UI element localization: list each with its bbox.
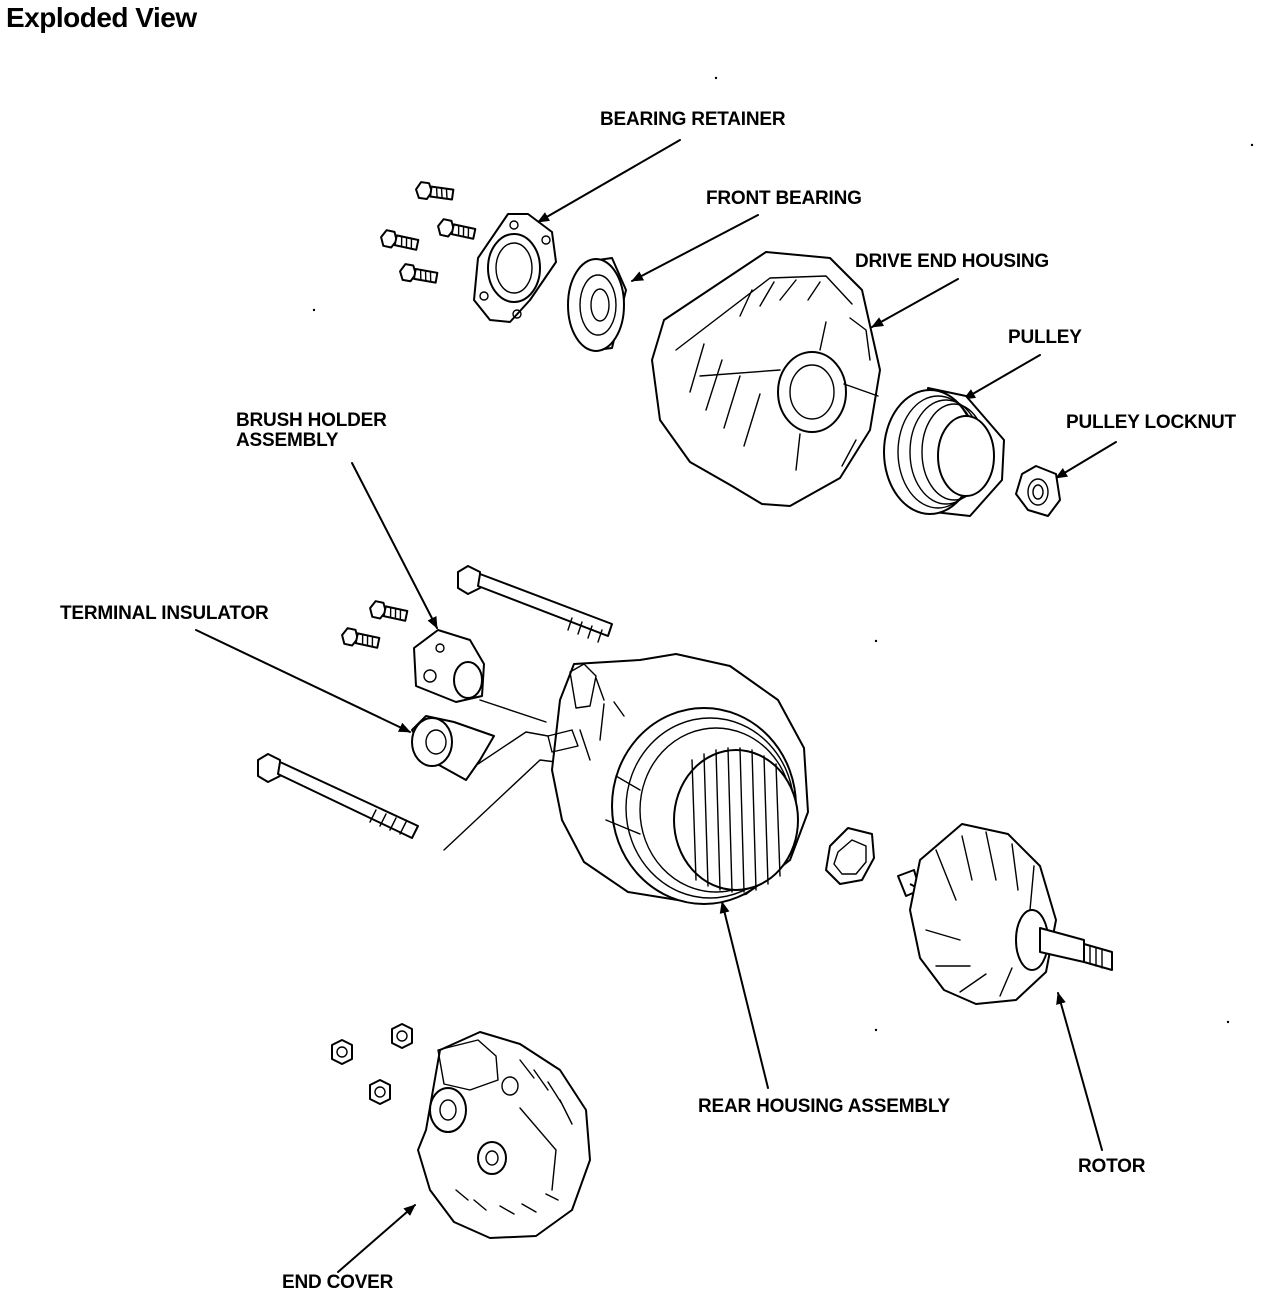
label-pulley-locknut: PULLEY LOCKNUT bbox=[1066, 412, 1236, 433]
leader-front-bearing bbox=[631, 214, 759, 282]
bearing-retainer-part bbox=[473, 213, 557, 323]
leader-pulley-locknut bbox=[1055, 441, 1117, 479]
leader-terminal-insulator bbox=[195, 629, 411, 733]
drive-end-housing-part bbox=[651, 251, 881, 507]
leader-rotor bbox=[1056, 992, 1103, 1151]
end-cover-part bbox=[417, 1031, 591, 1239]
label-brush-holder-line1: BRUSH HOLDER bbox=[236, 410, 387, 431]
label-brush-holder-assembly: BRUSH HOLDER ASSEMBLY bbox=[236, 411, 387, 451]
label-brush-holder-line2: ASSEMBLY bbox=[236, 430, 339, 451]
leader-brush-holder bbox=[351, 462, 438, 629]
brush-holder-part bbox=[413, 629, 485, 703]
leader-lines bbox=[195, 139, 1117, 1273]
rear-housing-part bbox=[547, 653, 809, 905]
through-bolts bbox=[257, 565, 613, 839]
terminal-insulator-part bbox=[411, 715, 495, 781]
seal-ring-part bbox=[825, 827, 875, 885]
rotor-part bbox=[897, 823, 1113, 1005]
leader-rear-housing bbox=[719, 901, 769, 1089]
leader-pulley bbox=[963, 354, 1041, 400]
label-drive-end-housing: DRIVE END HOUSING bbox=[855, 251, 1050, 272]
end-cover-nuts bbox=[331, 1023, 413, 1105]
front-bearing-part bbox=[567, 257, 627, 352]
label-terminal-insulator: TERMINAL INSULATOR bbox=[60, 603, 269, 624]
brush-holder-bolts bbox=[339, 599, 409, 652]
pulley-part bbox=[883, 387, 1005, 517]
label-end-cover: END COVER bbox=[282, 1272, 394, 1293]
retainer-bolts bbox=[378, 180, 477, 287]
label-bearing-retainer: BEARING RETAINER bbox=[600, 109, 786, 130]
leader-end-cover bbox=[337, 1204, 416, 1273]
label-front-bearing: FRONT BEARING bbox=[706, 188, 862, 209]
page-title: Exploded View bbox=[6, 2, 197, 33]
label-pulley: PULLEY bbox=[1008, 327, 1082, 348]
leader-drive-end-housing bbox=[871, 278, 959, 328]
label-rotor: ROTOR bbox=[1078, 1156, 1146, 1177]
guide-line-lower bbox=[443, 759, 557, 851]
pulley-locknut-part bbox=[1015, 465, 1061, 517]
guide-line-upper bbox=[477, 731, 549, 765]
guide-line-brush bbox=[479, 699, 547, 723]
leader-bearing-retainer bbox=[537, 139, 681, 223]
label-rear-housing-assembly: REAR HOUSING ASSEMBLY bbox=[698, 1096, 950, 1117]
